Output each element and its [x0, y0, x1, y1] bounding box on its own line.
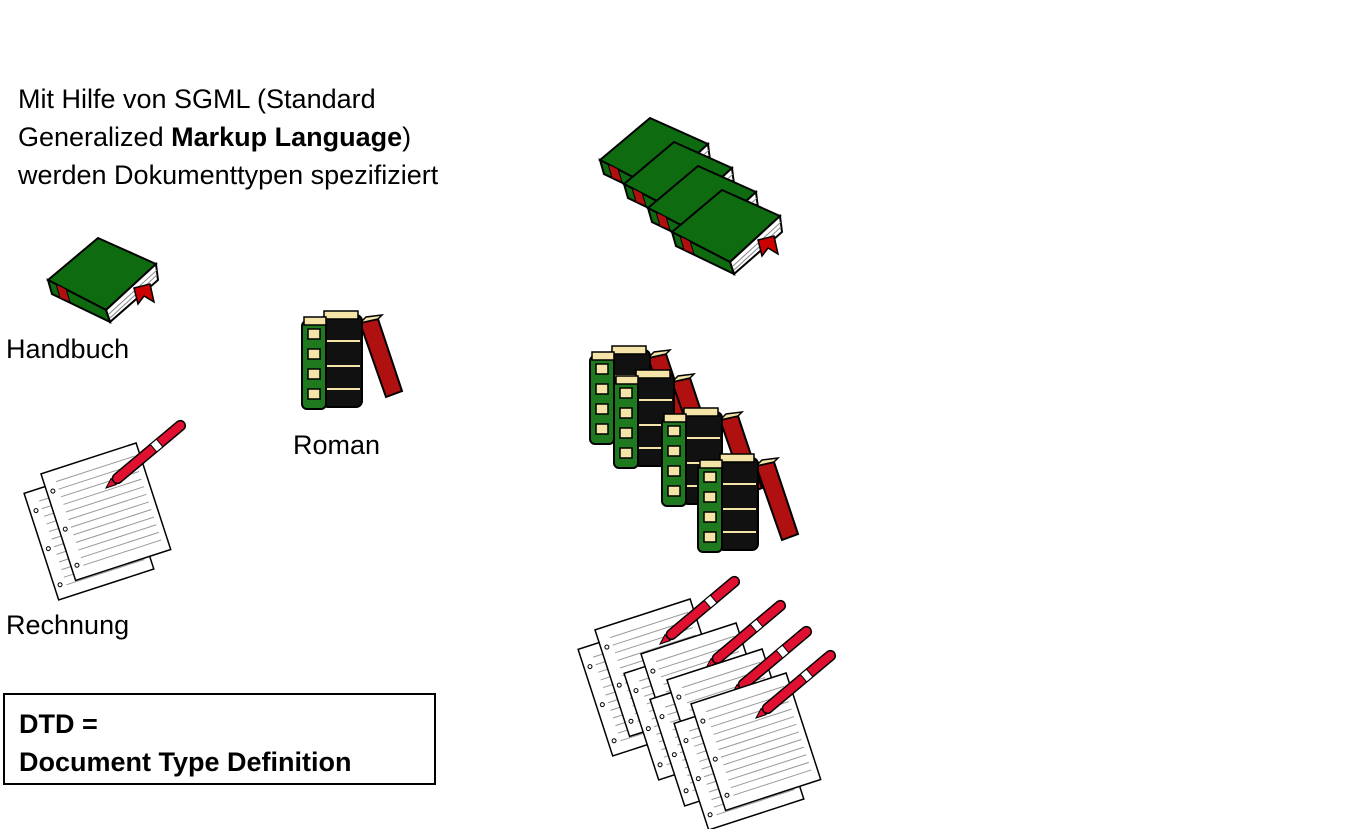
- intro-line-2-post: ): [402, 122, 412, 152]
- intro-text: Mit Hilfe von SGML (Standard Generalized…: [18, 80, 538, 194]
- intro-line-2-bold: Markup Language: [171, 122, 403, 152]
- manual-books-stack-icon: [599, 117, 783, 275]
- dtd-line-2: Document Type Definition: [19, 747, 352, 777]
- invoice-papers-stack-icon: [577, 573, 839, 829]
- label-rechnung: Rechnung: [6, 610, 130, 640]
- intro-line-3: werden Dokumenttypen spezifiziert: [18, 160, 439, 190]
- label-roman: Roman: [293, 430, 381, 460]
- novel-books-icon: [301, 310, 403, 410]
- dtd-definition-box: DTD = Document Type Definition: [3, 693, 436, 785]
- dtd-line-1: DTD =: [19, 709, 98, 739]
- intro-line-2: Generalized Markup Language): [18, 118, 538, 156]
- invoice-paper-icon: [23, 417, 189, 601]
- intro-line-2-pre: Generalized: [18, 122, 172, 152]
- manual-book-icon: [47, 237, 159, 323]
- label-handbuch: Handbuch: [6, 334, 130, 364]
- intro-line-1: Mit Hilfe von SGML (Standard: [18, 84, 376, 114]
- novel-books-stack-icon: [589, 345, 799, 553]
